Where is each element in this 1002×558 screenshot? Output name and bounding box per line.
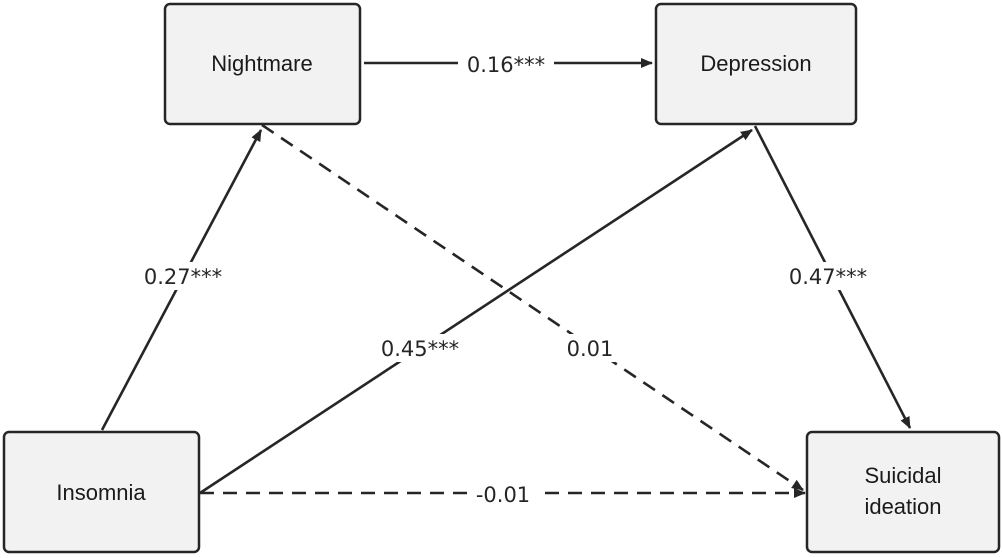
label-bg-insomnia-to-suicidal (470, 480, 536, 508)
coef-nightmare-to-suicidal: 0.01 (567, 337, 614, 361)
node-insomnia: Insomnia (2, 430, 201, 554)
coef-insomnia-to-depression: 0.45*** (381, 337, 459, 361)
label-bg-nightmare-to-suicidal (560, 334, 620, 362)
node-insomnia-label: Insomnia (56, 480, 146, 505)
node-suicidal-label-line2: ideation (864, 494, 941, 519)
label-bg-insomnia-to-nightmare (135, 262, 231, 290)
label-bg-depression-to-suicidal (780, 262, 876, 290)
node-suicidal-box (805, 430, 1001, 554)
coef-nightmare-to-depression: 0.16*** (467, 53, 545, 77)
node-nightmare: Nightmare (163, 2, 362, 126)
node-suicidal-label-line1: Suicidal (864, 463, 941, 488)
node-insomnia-box (2, 430, 201, 554)
node-nightmare-label: Nightmare (211, 51, 312, 76)
path-nightmare-to-suicidal (261, 123, 804, 492)
node-depression-box (654, 2, 858, 126)
coef-insomnia-to-suicidal: -0.01 (476, 483, 530, 507)
coef-depression-to-suicidal: 0.47*** (789, 265, 867, 289)
label-bg-insomnia-to-depression (372, 334, 468, 362)
coef-insomnia-to-nightmare: 0.27*** (144, 265, 222, 289)
label-bg-nightmare-to-depression (458, 50, 554, 78)
path-insomnia-to-depression (199, 128, 753, 495)
node-nightmare-box (163, 2, 362, 126)
node-suicidal-ideation: Suicidal ideation (805, 430, 1001, 554)
node-depression-label: Depression (700, 51, 811, 76)
node-depression: Depression (654, 2, 858, 126)
